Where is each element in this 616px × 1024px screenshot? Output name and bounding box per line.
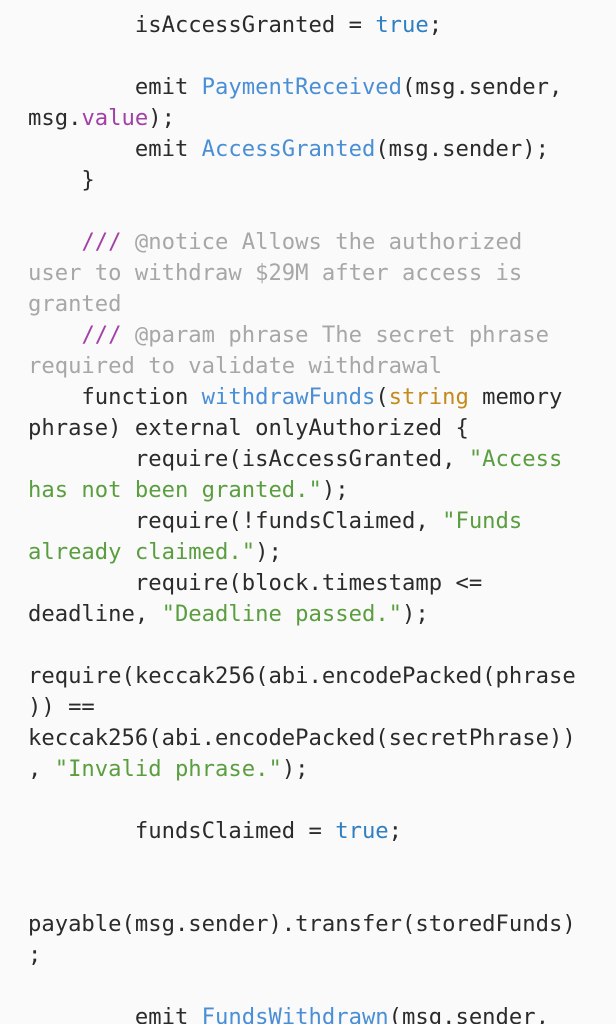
code-token: PaymentReceived bbox=[201, 74, 403, 100]
code-token: AccessGranted bbox=[201, 136, 376, 162]
code-token: require(isAccessGranted, bbox=[28, 446, 469, 472]
code-line bbox=[28, 971, 608, 1002]
code-token: (msg.sender, bbox=[402, 74, 563, 100]
code-line: ; bbox=[28, 940, 608, 971]
code-token: "Deadline passed." bbox=[161, 601, 403, 627]
code-token: ); bbox=[255, 539, 282, 565]
code-token: "Access bbox=[468, 446, 563, 472]
code-token: (msg.sender, bbox=[388, 1004, 549, 1024]
code-token: value bbox=[81, 105, 149, 131]
code-line: keccak256(abi.encodePacked(secretPhrase)… bbox=[28, 723, 608, 754]
code-token: , bbox=[28, 756, 55, 782]
code-token: ); bbox=[402, 601, 429, 627]
code-token: ; bbox=[428, 12, 443, 38]
code-token: withdrawFunds bbox=[201, 384, 376, 410]
code-line bbox=[28, 847, 608, 878]
code-line bbox=[28, 41, 608, 72]
code-line: function withdrawFunds(string memory bbox=[28, 382, 608, 413]
code-token: memory bbox=[468, 384, 563, 410]
code-token: /// bbox=[81, 229, 122, 255]
code-token: has not been granted." bbox=[28, 477, 322, 503]
code-line: required to validate withdrawal bbox=[28, 351, 608, 382]
code-line: require(isAccessGranted, "Access bbox=[28, 444, 608, 475]
code-line: /// @param phrase The secret phrase bbox=[28, 320, 608, 351]
code-token: ); bbox=[281, 756, 309, 782]
code-token: isAccessGranted = bbox=[28, 12, 376, 38]
code-line: require(!fundsClaimed, "Funds bbox=[28, 506, 608, 537]
code-token: granted bbox=[28, 291, 122, 317]
code-token: /// bbox=[81, 322, 122, 348]
code-line: require(keccak256(abi.encodePacked(phras… bbox=[28, 661, 608, 692]
code-line: emit PaymentReceived(msg.sender, bbox=[28, 72, 608, 103]
code-token: require(block.timestamp <= bbox=[28, 570, 483, 596]
code-token: ; bbox=[388, 818, 403, 844]
code-line: /// @notice Allows the authorized bbox=[28, 227, 608, 258]
code-token: (msg.sender); bbox=[375, 136, 549, 162]
code-line: msg.value); bbox=[28, 103, 608, 134]
code-line: )) == bbox=[28, 692, 608, 723]
code-token: } bbox=[28, 167, 95, 193]
code-line: already claimed."); bbox=[28, 537, 608, 568]
code-line: granted bbox=[28, 289, 608, 320]
code-token: true bbox=[335, 818, 389, 844]
code-line: emit FundsWithdrawn(msg.sender, bbox=[28, 1002, 608, 1024]
code-line: has not been granted."); bbox=[28, 475, 608, 506]
code-token: ); bbox=[321, 477, 349, 503]
code-token: user to withdraw $29M after access is bbox=[28, 260, 523, 286]
code-line: payable(msg.sender).transfer(storedFunds… bbox=[28, 909, 608, 940]
code-line: require(block.timestamp <= bbox=[28, 568, 608, 599]
code-line: user to withdraw $29M after access is bbox=[28, 258, 608, 289]
code-token: "Invalid phrase." bbox=[54, 756, 282, 782]
code-token: )) == bbox=[28, 694, 95, 720]
code-token: ); bbox=[148, 105, 175, 131]
code-token: fundsClaimed = bbox=[28, 818, 336, 844]
code-token: ; bbox=[28, 942, 42, 968]
code-token: string bbox=[388, 384, 469, 410]
code-token bbox=[28, 229, 81, 255]
code-line: fundsClaimed = true; bbox=[28, 816, 608, 847]
code-line: , "Invalid phrase."); bbox=[28, 754, 608, 785]
code-token: FundsWithdrawn bbox=[201, 1004, 389, 1024]
code-token: required to validate withdrawal bbox=[28, 353, 443, 379]
code-token: @notice Allows the authorized bbox=[121, 229, 523, 255]
code-token: phrase) external onlyAuthorized { bbox=[28, 415, 469, 441]
code-token: already claimed." bbox=[28, 539, 256, 565]
code-token: "Funds bbox=[442, 508, 523, 534]
code-token: emit bbox=[28, 1004, 202, 1024]
code-line: phrase) external onlyAuthorized { bbox=[28, 413, 608, 444]
code-line: emit AccessGranted(msg.sender); bbox=[28, 134, 608, 165]
code-line: deadline, "Deadline passed."); bbox=[28, 599, 608, 630]
code-token: require(!fundsClaimed, bbox=[28, 508, 443, 534]
code-line bbox=[28, 630, 608, 661]
code-line bbox=[28, 785, 608, 816]
code-block: isAccessGranted = true; emit PaymentRece… bbox=[28, 10, 608, 1024]
code-token: emit bbox=[28, 136, 202, 162]
code-token: require(keccak256(abi.encodePacked(phras… bbox=[28, 663, 576, 689]
code-token: payable(msg.sender).transfer(storedFunds… bbox=[28, 911, 576, 937]
code-line bbox=[28, 196, 608, 227]
code-token: deadline, bbox=[28, 601, 162, 627]
code-token: function bbox=[28, 384, 202, 410]
code-line bbox=[28, 878, 608, 909]
code-token: ( bbox=[375, 384, 389, 410]
code-token: @param phrase The secret phrase bbox=[121, 322, 549, 348]
code-token bbox=[28, 322, 81, 348]
code-line: } bbox=[28, 165, 608, 196]
code-token: keccak256(abi.encodePacked(secretPhrase)… bbox=[28, 725, 576, 751]
code-line: isAccessGranted = true; bbox=[28, 10, 608, 41]
code-token: msg. bbox=[28, 105, 82, 131]
code-token: emit bbox=[28, 74, 202, 100]
code-token: true bbox=[375, 12, 429, 38]
